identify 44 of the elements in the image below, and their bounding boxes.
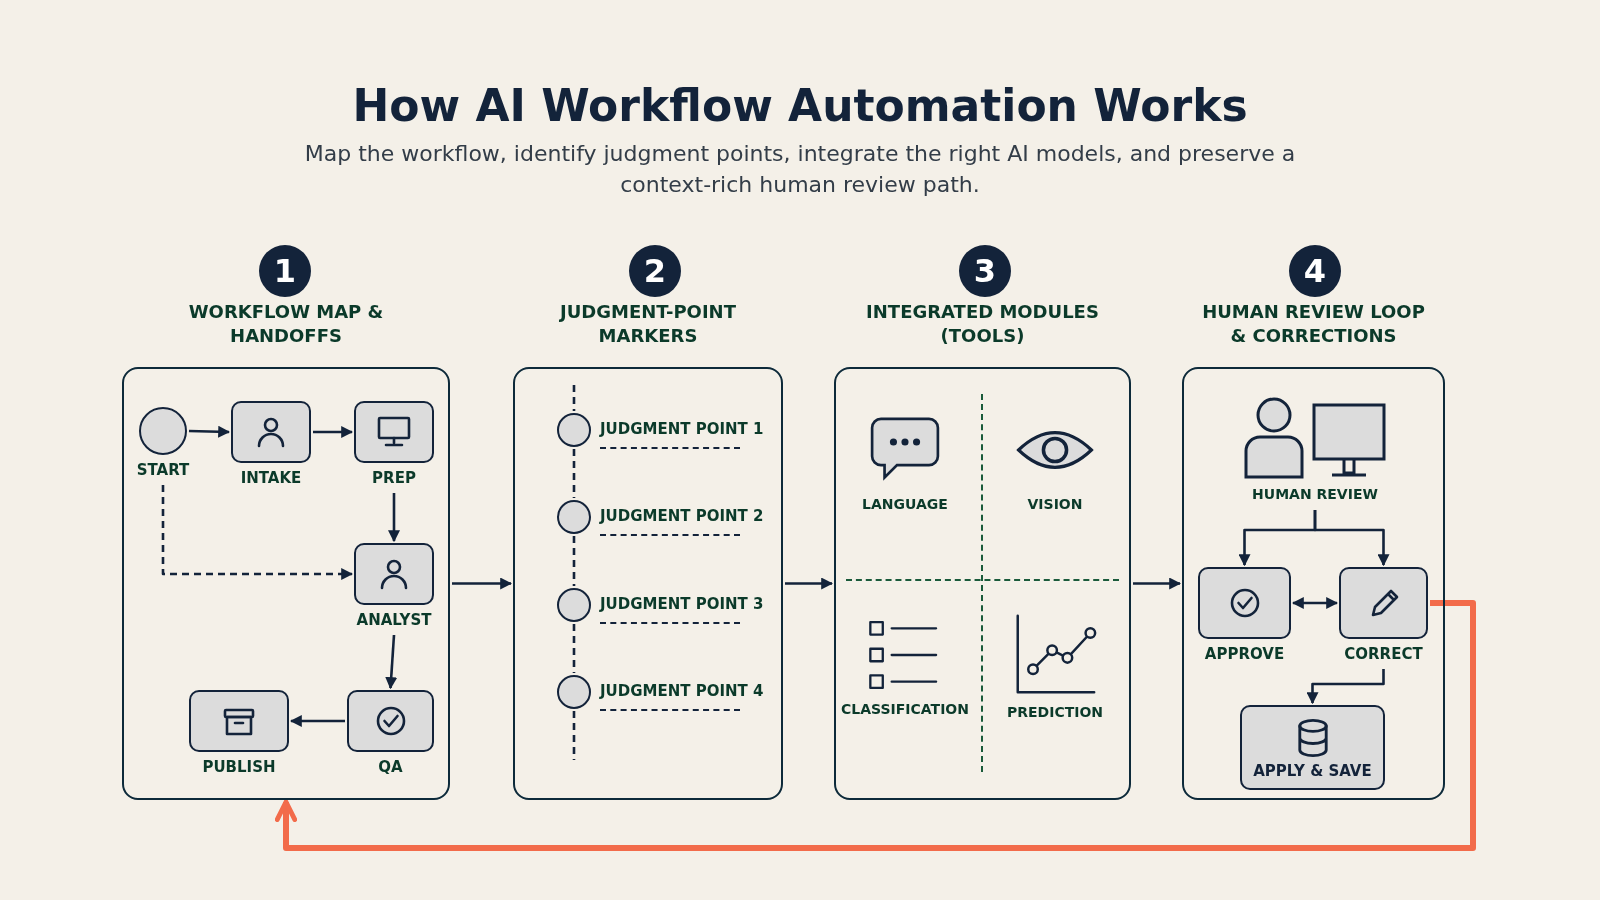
node-label: START xyxy=(136,461,190,479)
step-number-badge: 3 xyxy=(959,245,1011,297)
node-label: PUBLISH xyxy=(202,758,276,776)
step-number-badge: 4 xyxy=(1289,245,1341,297)
marker-label: JUDGMENT POINT 3 xyxy=(600,595,764,613)
step-number-badge: 2 xyxy=(629,245,681,297)
arrow xyxy=(388,493,400,543)
node-label: PREDICTION xyxy=(1006,704,1104,720)
marker-label: JUDGMENT POINT 1 xyxy=(600,420,764,438)
subtitle: Map the workflow, identify judgment points, integrate the right AI models, and preserve a context-rich human review path. xyxy=(303,139,1297,199)
node-label: APPROVE xyxy=(1204,645,1285,663)
panel-heading: INTEGRATED MODULES (TOOLS) xyxy=(865,300,1100,349)
node-label: INTAKE xyxy=(240,469,302,487)
node-label: CORRECT xyxy=(1344,645,1423,663)
arrow xyxy=(1133,577,1182,590)
panel-heading: WORKFLOW MAP & HANDOFFS xyxy=(187,300,385,349)
marker-label: JUDGMENT POINT 2 xyxy=(600,507,764,525)
arrow xyxy=(274,600,1476,851)
node-label: PREP xyxy=(372,469,416,487)
arrow xyxy=(289,715,345,727)
step-number-badge: 1 xyxy=(259,245,311,297)
arrow xyxy=(1313,510,1390,567)
arrow xyxy=(785,577,834,590)
node-label: ANALYST xyxy=(356,611,432,629)
node-label: LANGUAGE xyxy=(862,496,948,512)
node-label: CLASSIFICATION xyxy=(841,701,969,717)
arrow xyxy=(1306,669,1385,705)
dashed-line xyxy=(572,536,576,586)
node-label: APPLY & SAVE xyxy=(1253,761,1372,780)
dashed-line xyxy=(572,624,576,673)
title: How AI Workflow Automation Works xyxy=(352,80,1248,133)
node-label: QA xyxy=(378,758,403,776)
panel-heading: JUDGMENT-POINT MARKERS xyxy=(558,300,737,349)
arrow xyxy=(188,425,231,438)
dashed-line xyxy=(572,449,576,498)
arrow xyxy=(313,426,354,438)
dashed-arrow xyxy=(161,485,354,580)
node-label: VISION xyxy=(1027,496,1083,512)
arrow xyxy=(385,634,398,690)
panel-heading: HUMAN REVIEW LOOP & CORRECTIONS xyxy=(1201,300,1426,349)
arrow xyxy=(452,577,513,590)
arrow xyxy=(1291,597,1339,609)
node-label: HUMAN REVIEW xyxy=(1252,486,1378,502)
marker-label: JUDGMENT POINT 4 xyxy=(600,682,764,700)
